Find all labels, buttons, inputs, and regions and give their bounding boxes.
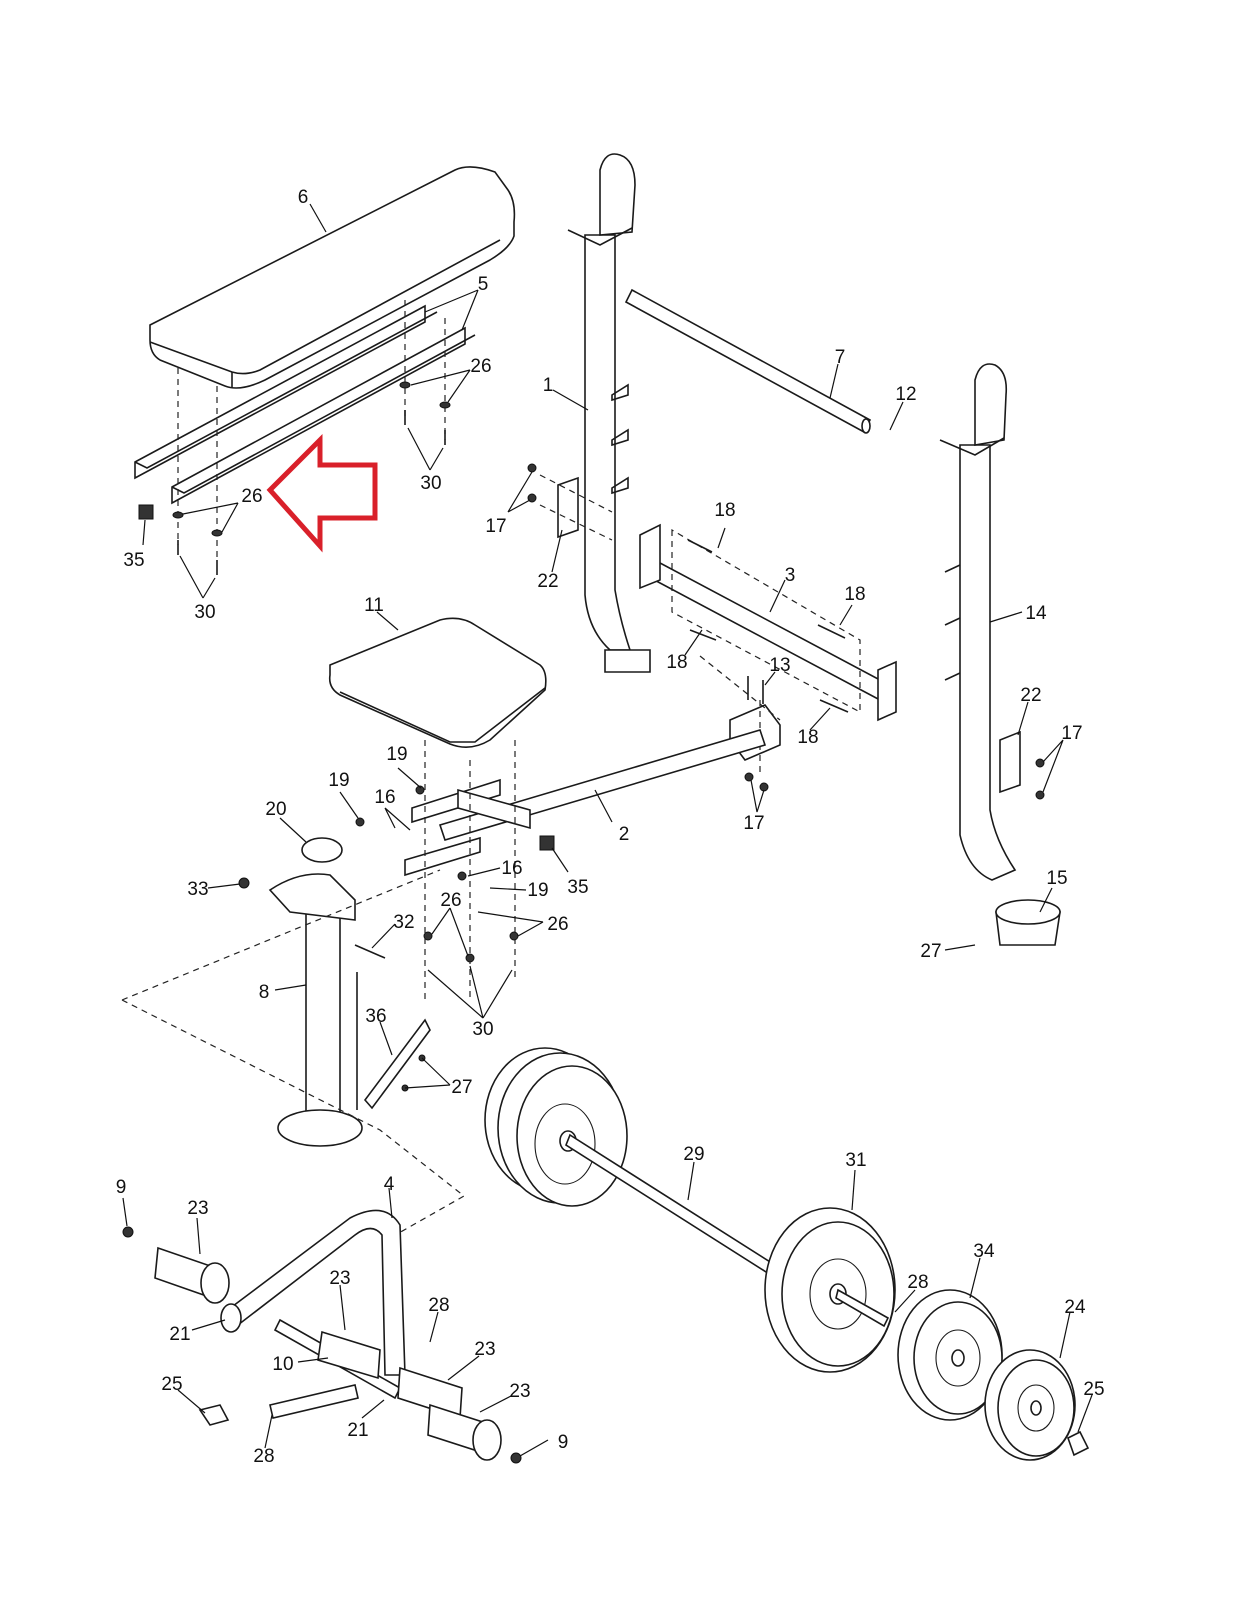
callout-label-7: 7 (835, 347, 846, 368)
callout-label-31: 31 (845, 1150, 866, 1171)
callout-label-19b: 19 (328, 770, 349, 791)
floor-outline (121, 869, 466, 1239)
callout-label-27b: 27 (451, 1077, 472, 1098)
callout-label-22a: 22 (537, 571, 558, 592)
seat-part-11 (328, 617, 547, 748)
post-part-8 (268, 837, 363, 1147)
callout-label-25b: 25 (1083, 1379, 1104, 1400)
callout-label-17b: 17 (1061, 723, 1082, 744)
callout-label-20: 20 (265, 799, 286, 820)
callout-label-35b: 35 (567, 877, 588, 898)
callout-label-13: 13 (769, 655, 790, 676)
callout-label-23c: 23 (474, 1339, 495, 1360)
callout-label-16a: 16 (374, 787, 395, 808)
right-upright-part-14 (939, 363, 1017, 881)
weight-plate-part-31 (764, 1207, 896, 1373)
leader-lines (122, 203, 1093, 1457)
callout-label-5: 5 (478, 274, 489, 295)
callout-label-24: 24 (1064, 1297, 1086, 1318)
post-hardware (238, 785, 555, 1110)
callout-label-30c: 30 (472, 1019, 493, 1040)
left-upright-part-1 (567, 153, 651, 673)
callout-label-12: 12 (895, 384, 916, 405)
callout-label-11: 11 (364, 595, 384, 616)
callout-label-33: 33 (187, 879, 208, 900)
callout-label-28a: 28 (428, 1295, 449, 1316)
callout-label-26b: 26 (241, 486, 262, 507)
callout-label-25a: 25 (161, 1374, 182, 1395)
callout-label-21a: 21 (169, 1324, 190, 1345)
bar-holder-bar-part-7 (624, 288, 872, 434)
leg-rollers (122, 1226, 1090, 1464)
callout-label-16b: 16 (501, 858, 522, 879)
callout-label-35a: 35 (123, 550, 144, 571)
callout-label-17a: 17 (485, 516, 506, 537)
bench-hardware (138, 300, 451, 575)
weight-plate-part-34 (897, 1289, 1003, 1421)
callout-label-22b: 22 (1020, 685, 1041, 706)
callout-label-18c: 18 (666, 652, 687, 673)
callout-label-28b: 28 (907, 1272, 928, 1293)
callout-label-10: 10 (272, 1354, 293, 1375)
callout-label-17c: 17 (743, 813, 764, 834)
callout-label-2: 2 (619, 824, 630, 845)
callout-label-32: 32 (393, 912, 414, 933)
bench-pad-part-6 (149, 166, 516, 389)
red-arrow-indicator (266, 433, 378, 553)
callout-label-6: 6 (298, 187, 309, 208)
callout-label-29: 29 (683, 1144, 704, 1165)
callout-label-21b: 21 (347, 1420, 368, 1441)
callout-label-30a: 30 (420, 473, 441, 494)
callout-label-8: 8 (259, 982, 270, 1003)
weight-plate-part-24 (984, 1349, 1076, 1461)
callout-label-15: 15 (1046, 868, 1067, 889)
callout-label-26a: 26 (470, 356, 491, 377)
callout-label-18d: 18 (797, 727, 818, 748)
callout-label-4: 4 (384, 1174, 395, 1195)
callout-label-28c: 28 (253, 1446, 274, 1467)
callout-label-19c: 19 (527, 880, 548, 901)
callout-label-27a: 27 (920, 941, 941, 962)
callout-label-9a: 9 (116, 1177, 127, 1198)
crossbar-part-3 (639, 523, 897, 722)
callout-label-26c: 26 (440, 890, 461, 911)
callout-label-23a: 23 (187, 1198, 208, 1219)
main-base-part-2 (404, 729, 767, 1000)
callout-label-23b: 23 (329, 1268, 350, 1289)
callout-label-26d: 26 (547, 914, 568, 935)
callout-label-19a: 19 (386, 744, 407, 765)
callout-label-1: 1 (543, 375, 554, 396)
callout-label-9b: 9 (558, 1432, 569, 1453)
callout-label-36: 36 (365, 1006, 386, 1027)
callout-label-18b: 18 (844, 584, 865, 605)
callout-label-23d: 23 (509, 1381, 530, 1402)
weight-stack-left (484, 1047, 628, 1207)
callout-label-34: 34 (973, 1241, 995, 1262)
callout-label-3: 3 (785, 565, 796, 586)
bench-rails-part-5 (134, 304, 476, 505)
callout-label-14: 14 (1025, 603, 1047, 624)
callout-label-30b: 30 (194, 602, 215, 623)
foot-cap-part-15 (995, 899, 1061, 946)
callout-label-18a: 18 (714, 500, 735, 521)
